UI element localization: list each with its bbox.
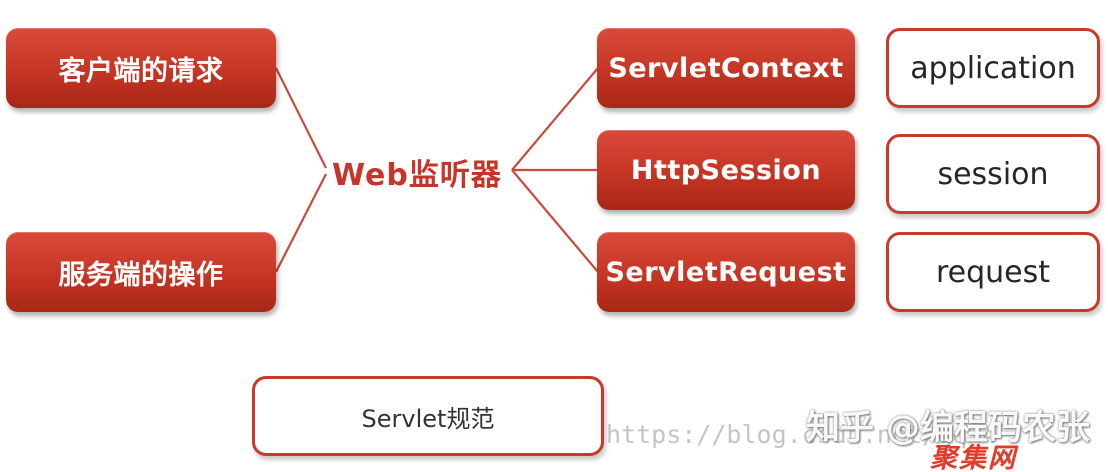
watermark-zhihu: 知乎 @编程码农张: [806, 408, 1090, 448]
node-servletrequest-label: ServletRequest: [605, 256, 847, 288]
node-application-label: application: [910, 50, 1076, 86]
node-application: application: [886, 28, 1100, 108]
node-request-label: request: [935, 254, 1051, 290]
node-server-operation: 服务端的操作: [6, 232, 276, 312]
node-httpsession: HttpSession: [597, 130, 855, 210]
watermark-logo: 聚集网: [930, 443, 1017, 472]
node-session: session: [886, 134, 1100, 214]
node-session-label: session: [937, 156, 1049, 192]
node-client-request: 客户端的请求: [6, 28, 276, 108]
connector-server-operation: [275, 173, 327, 273]
connector-servletrequest: [511, 169, 599, 273]
node-httpsession-label: HttpSession: [630, 154, 822, 186]
node-client-request-label: 客户端的请求: [58, 55, 224, 87]
watermark-url: https://blog.csdn.net/qq_4: [606, 420, 998, 449]
node-server-operation-label: 服务端的操作: [58, 259, 224, 291]
connector-client-request: [275, 67, 327, 169]
node-servlet-spec: Servlet规范: [252, 376, 604, 456]
center-label-web-listener: Web监听器: [332, 158, 502, 193]
connector-servletcontext: [511, 67, 599, 171]
node-servletcontext-label: ServletContext: [608, 52, 844, 84]
node-servlet-spec-label: Servlet规范: [361, 404, 495, 433]
node-servletrequest: ServletRequest: [597, 232, 855, 312]
node-request: request: [886, 232, 1100, 312]
node-servletcontext: ServletContext: [597, 28, 855, 108]
